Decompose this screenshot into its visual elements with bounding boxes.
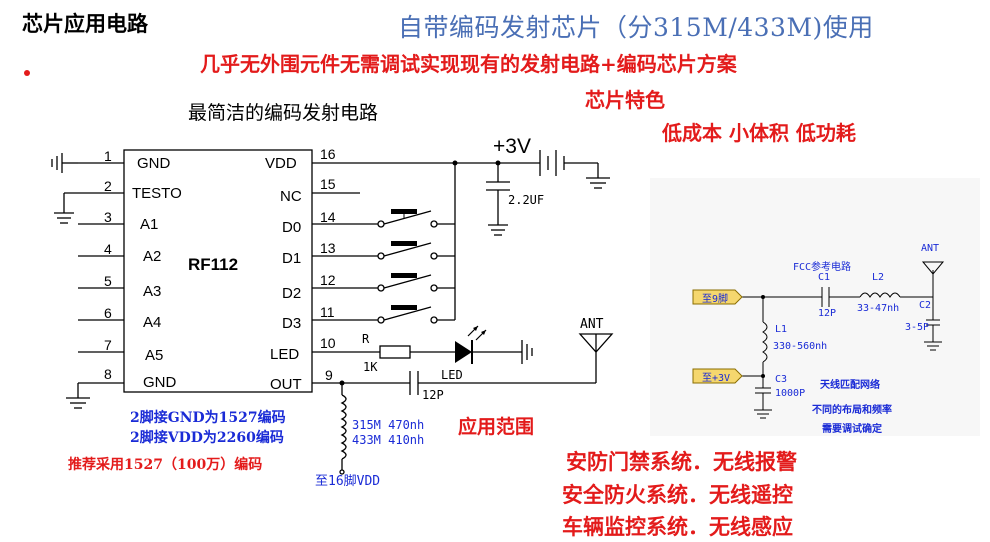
applications-title: 应用范围: [458, 416, 535, 438]
button-d2: [377, 274, 455, 292]
chip-name: RF112: [188, 255, 239, 274]
led-label: LED: [441, 368, 463, 382]
pin-num-2: 2: [104, 178, 112, 194]
resistor-label: R: [362, 332, 370, 346]
pin-num-14: 14: [320, 209, 336, 225]
note-gnd: 2脚接GND为1527编码: [130, 410, 286, 426]
application-item-1: 安防门禁系统．无线报警: [566, 449, 797, 474]
fcc-c2: C2: [919, 300, 932, 311]
fcc-panel: [650, 178, 980, 436]
recommend-note: 推荐采用1527（100万）编码: [68, 457, 263, 473]
pin-name-a2: A2: [143, 248, 162, 265]
fcc-pin9: 至9脚: [702, 294, 729, 305]
to-vdd-label: 至16脚VDD: [315, 474, 381, 489]
inductor-note-2: 433M 410nh: [352, 433, 425, 447]
pin-num-1: 1: [104, 148, 112, 164]
fcc-note-1: 天线匹配网络: [820, 380, 880, 391]
antenna-label: ANT: [580, 317, 604, 332]
fcc-schematic: [740, 261, 945, 419]
pin-num-3: 3: [104, 209, 112, 225]
pin-num-11: 11: [320, 304, 335, 320]
fcc-l1-value: 330-560nh: [773, 341, 828, 352]
feature-heading: 芯片特色: [585, 88, 665, 112]
fcc-c3-value: 1000P: [775, 388, 806, 399]
fcc-l2-value: 33-47nh: [857, 303, 900, 314]
inductor-note-1: 315M 470nh: [352, 418, 425, 432]
pin-name-vdd: VDD: [265, 155, 297, 172]
pin-name-d3: D3: [282, 315, 302, 332]
pin-name-testo: TESTO: [132, 185, 182, 202]
button-d0: [377, 210, 455, 228]
pin-num-7: 7: [104, 337, 112, 353]
note-vdd: 2脚接VDD为2260编码: [130, 430, 284, 446]
pin-name-d2: D2: [282, 285, 302, 302]
pin-num-8: 8: [104, 366, 112, 382]
supply-label: +3V: [493, 135, 531, 158]
page-title: 芯片应用电路: [22, 12, 148, 36]
fcc-c1-value: 12P: [818, 308, 837, 319]
cap-out-label: 12P: [422, 388, 444, 402]
resistor: [379, 345, 411, 359]
pin-num-5: 5: [104, 273, 112, 289]
pin-num-12: 12: [320, 272, 336, 288]
fcc-ant: ANT: [921, 243, 940, 254]
chip-body: [123, 149, 313, 393]
pin-num-9: 9: [325, 367, 333, 383]
pin-name-gnd-8: GND: [143, 374, 177, 391]
pin-name-d1: D1: [282, 250, 302, 267]
page-subtitle: 自带编码发射芯片（分315M/433M)使用: [398, 13, 874, 42]
fcc-note-3: 需要调试确定: [822, 424, 882, 435]
pin-name-a3: A3: [143, 283, 162, 300]
pin-num-6: 6: [104, 305, 112, 321]
application-item-2: 安全防火系统．无线遥控: [562, 482, 793, 507]
pin-name-nc: NC: [280, 188, 302, 205]
feature-line-1: 几乎无外围元件无需调试实现现有的发射电路+编码芯片方案: [200, 52, 737, 76]
button-d3: [377, 306, 455, 324]
pin-num-13: 13: [320, 240, 336, 256]
fcc-vcc-tag: [692, 368, 743, 384]
bullet-dot: [24, 70, 30, 76]
pin-name-led: LED: [270, 346, 300, 363]
fcc-l2: L2: [872, 272, 885, 283]
pin-name-gnd-1: GND: [137, 155, 171, 172]
fcc-pin9-tag: [692, 289, 743, 305]
pin-name-out: OUT: [270, 376, 302, 393]
feature-line-2: 低成本 小体积 低功耗: [662, 121, 856, 145]
antenna-icon: [578, 333, 614, 353]
application-item-3: 车辆监控系统．无线感应: [562, 514, 793, 539]
resistor-value: 1K: [363, 360, 378, 374]
circuit-caption: 最简洁的编码发射电路: [188, 102, 379, 124]
pin-num-16: 16: [320, 146, 336, 162]
cap-main-label: 2.2UF: [508, 193, 545, 207]
pin-name-a1: A1: [140, 216, 159, 233]
pin-name-a4: A4: [143, 314, 162, 331]
fcc-c2-value: 3-5P: [905, 322, 930, 333]
fcc-c1: C1: [818, 272, 831, 283]
button-d1: [377, 242, 455, 260]
pin-num-4: 4: [104, 241, 112, 257]
pin-num-15: 15: [320, 176, 336, 192]
fcc-note-2: 不同的布局和频率: [812, 405, 892, 416]
pin-name-d0: D0: [282, 219, 302, 236]
pin-num-10: 10: [320, 335, 336, 351]
fcc-title: FCC参考电路: [793, 262, 852, 273]
fcc-c3: C3: [775, 374, 788, 385]
pin-name-a5: A5: [145, 347, 164, 364]
fcc-l1: L1: [775, 324, 788, 335]
led-icon: [455, 325, 487, 364]
fcc-vcc: 至+3V: [702, 373, 731, 384]
